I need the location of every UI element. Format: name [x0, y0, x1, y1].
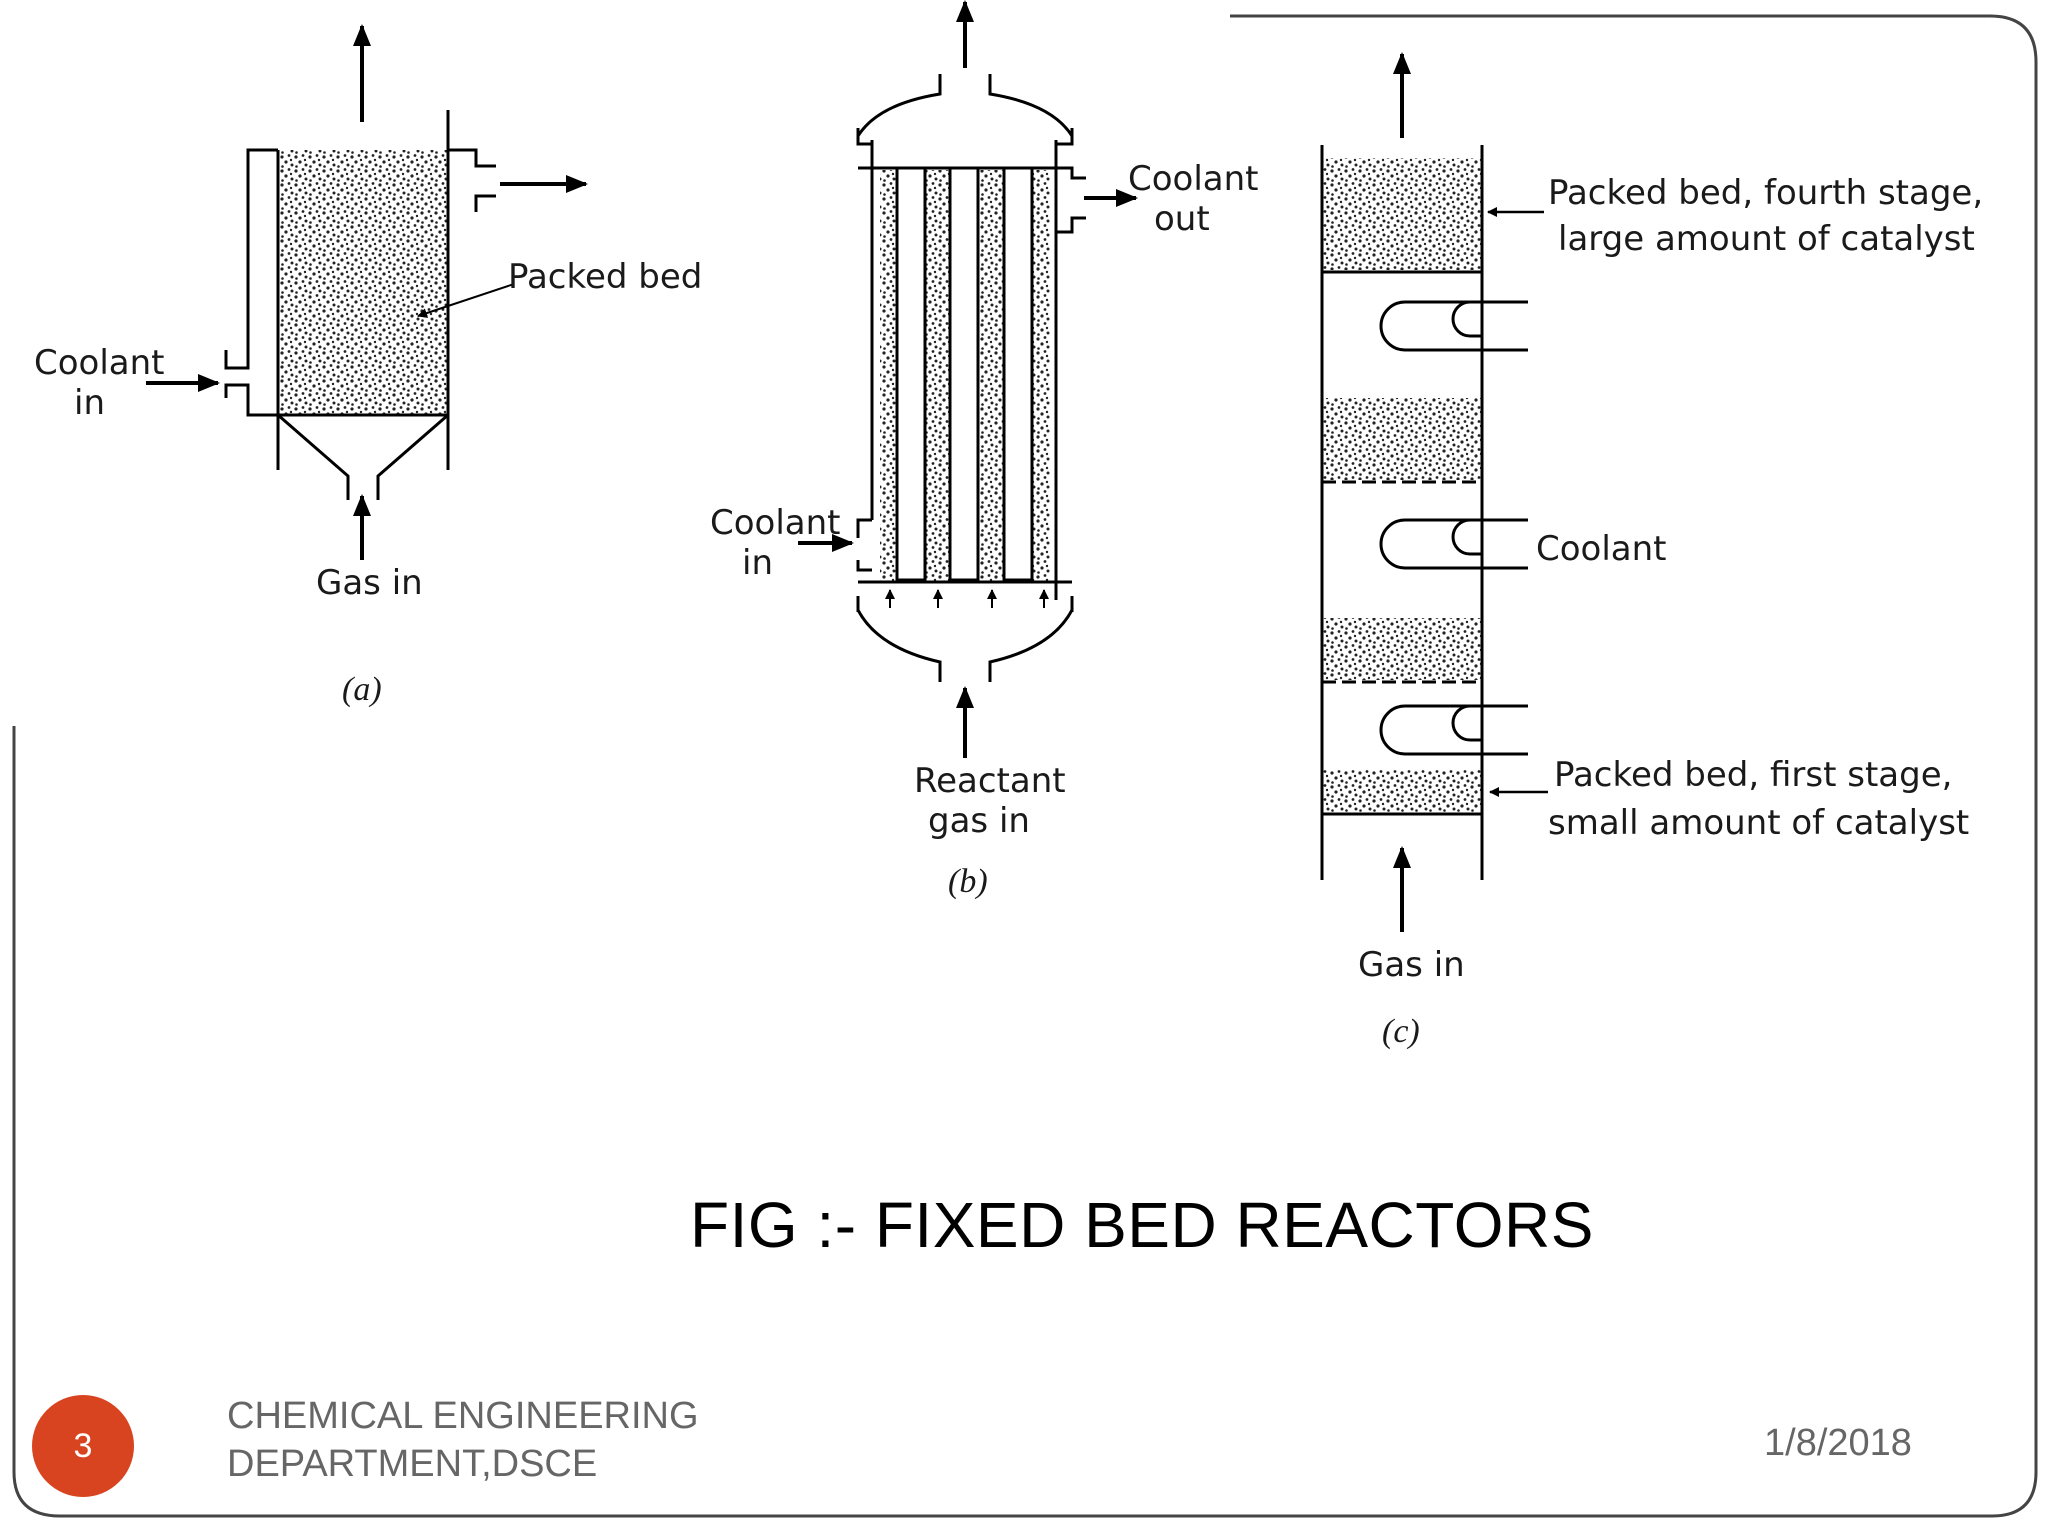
coolant-out-label-1: Coolant: [1128, 159, 1259, 199]
caption-c: (c): [1382, 1013, 1420, 1050]
coolant-out-label-2: out: [1154, 199, 1210, 239]
reactor-a: Packed bed Coolant in Gas in (a): [34, 24, 702, 708]
footer-department-line-1: CHEMICAL ENGINEERING: [227, 1395, 699, 1437]
gas-in-label-c: Gas in: [1358, 945, 1465, 985]
footer-date: 1/8/2018: [1764, 1422, 1912, 1464]
reactant-label-1: Reactant: [914, 761, 1066, 801]
reactor-b: Coolant out Coolant in Reactant gas in (…: [710, 0, 1259, 900]
figure-caption: FIG :- FIXED BED REACTORS: [690, 1189, 1594, 1261]
fourth-stage-label-1: Packed bed, fourth stage,: [1548, 173, 1983, 213]
first-stage-label-1: Packed bed, first stage,: [1554, 755, 1952, 795]
page-number-badge: 3: [32, 1395, 134, 1497]
bed-stage-2: [1322, 618, 1482, 680]
packed-bed-a: [278, 150, 448, 415]
packed-bed-label: Packed bed: [508, 257, 702, 297]
caption-b: (b): [948, 863, 988, 900]
bed-stage-3: [1322, 398, 1482, 480]
footer-department: CHEMICAL ENGINEERING DEPARTMENT,DSCE: [227, 1392, 699, 1488]
reactor-diagram: Packed bed Coolant in Gas in (a): [34, 0, 1983, 1050]
gas-in-label-a: Gas in: [316, 563, 423, 603]
reactor-c: Packed bed, fourth stage, large amount o…: [1320, 52, 1983, 1050]
footer-department-line-2: DEPARTMENT,DSCE: [227, 1443, 598, 1485]
reactant-label-2: gas in: [928, 801, 1030, 841]
bed-stage-4: [1322, 158, 1482, 270]
first-stage-label-2: small amount of catalyst: [1548, 803, 1969, 843]
caption-a: (a): [342, 671, 382, 708]
coolant-in-label-a-2: in: [74, 383, 105, 423]
coolant-label-c: Coolant: [1536, 529, 1667, 569]
coolant-in-label-b-1: Coolant: [710, 503, 841, 543]
bed-stage-1: [1322, 770, 1482, 812]
coolant-in-label-b-2: in: [742, 543, 773, 583]
coolant-in-label-a-1: Coolant: [34, 343, 165, 383]
fourth-stage-label-2: large amount of catalyst: [1558, 219, 1975, 259]
